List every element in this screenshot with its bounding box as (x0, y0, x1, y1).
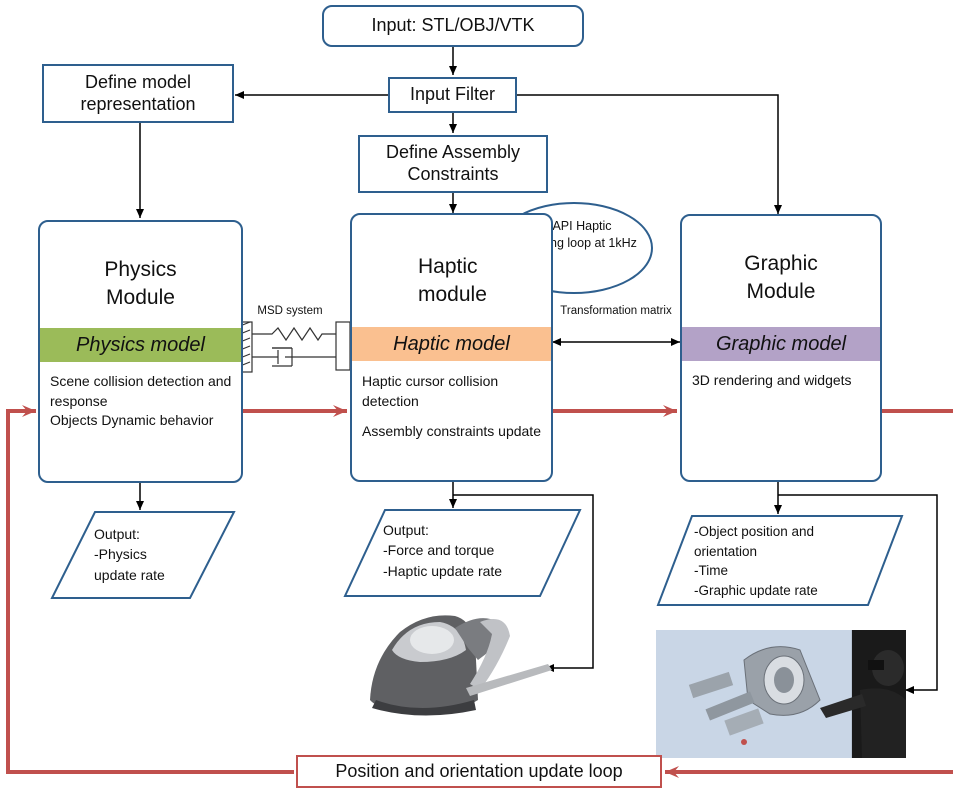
haptic-title-line1: Haptic (418, 255, 478, 278)
haptic-output-line2: -Force and torque (383, 542, 495, 559)
physics-text-dynamic: Objects Dynamic behavior (50, 412, 214, 428)
physics-output-text: Output: -Physics update rate (94, 524, 165, 585)
input-node: Input: STL/OBJ/VTK (322, 5, 584, 47)
physics-model-band: Physics model (40, 328, 241, 362)
transformation-matrix-label: Transformation matrix (560, 305, 672, 317)
define-assembly-node: Define Assembly Constraints (358, 135, 548, 193)
graphic-output-line1: -Object position and (694, 524, 815, 539)
arrow-graphic-to-display (778, 494, 938, 694)
graphic-model-band: Graphic model (682, 327, 880, 361)
haptic-text-collision: Haptic cursor collision detection (362, 373, 499, 409)
graphic-output-text: -Object position and orientation -Time -… (694, 522, 818, 600)
physics-output-line3: update rate (94, 566, 165, 583)
define-model-node: Define model representation (42, 64, 234, 123)
physics-output-shape (50, 511, 236, 599)
haptic-device-photo (370, 615, 552, 716)
haptic-title-line2: module (418, 283, 487, 306)
graphic-output-line4: -Graphic update rate (694, 582, 818, 598)
input-filter-node: Input Filter (388, 77, 517, 113)
arrow-haptic-to-device (453, 494, 594, 672)
graphic-output-line2: orientation (694, 543, 758, 559)
graphic-output-line3: -Time (694, 563, 728, 579)
haptic-text-assembly: Assembly constraints update (362, 423, 541, 439)
physics-output-line1: Output: (94, 526, 140, 542)
msd-system-label: MSD system (257, 305, 323, 317)
position-orientation-loop-node: Position and orientation update loop (296, 755, 662, 788)
physics-text-collision: Scene collision detection and response (50, 373, 232, 409)
input-label: Input: STL/OBJ/VTK (371, 15, 535, 36)
graphic-title-line1: Graphic (744, 252, 818, 275)
graphic-module: Graphic Module Graphic model 3D renderin… (680, 214, 882, 482)
graphic-output-shape (656, 515, 904, 606)
haptic-output-shape (343, 509, 582, 597)
haptic-module: Haptic module Haptic model Haptic cursor… (350, 213, 553, 482)
input-filter-label: Input Filter (409, 84, 496, 105)
haptic-output-line3: -Haptic update rate (383, 562, 503, 579)
physics-title-line2: Module (106, 286, 175, 309)
vr-assembly-scene-photo (656, 630, 906, 758)
define-assembly-label: Define Assembly Constraints (385, 142, 521, 184)
haptic-output-line1: Output: (383, 522, 429, 538)
arrow-filter-to-graphic (517, 94, 782, 214)
position-update-loop-arrows (6, 405, 953, 778)
physics-module: Physics Module Physics model Scene colli… (38, 220, 243, 483)
graphic-title-line2: Module (746, 280, 816, 303)
physics-title-line1: Physics (104, 258, 177, 281)
define-model-label: Define model representation (80, 71, 196, 114)
physics-output-line2: -Physics (94, 546, 147, 563)
msd-spring-damper (237, 321, 351, 373)
graphic-text-rendering: 3D rendering and widgets (692, 372, 852, 388)
haptic-model-band: Haptic model (352, 327, 551, 361)
haptic-output-text: Output: -Force and torque -Haptic update… (383, 520, 502, 581)
position-loop-label: Position and orientation update loop (335, 760, 623, 781)
